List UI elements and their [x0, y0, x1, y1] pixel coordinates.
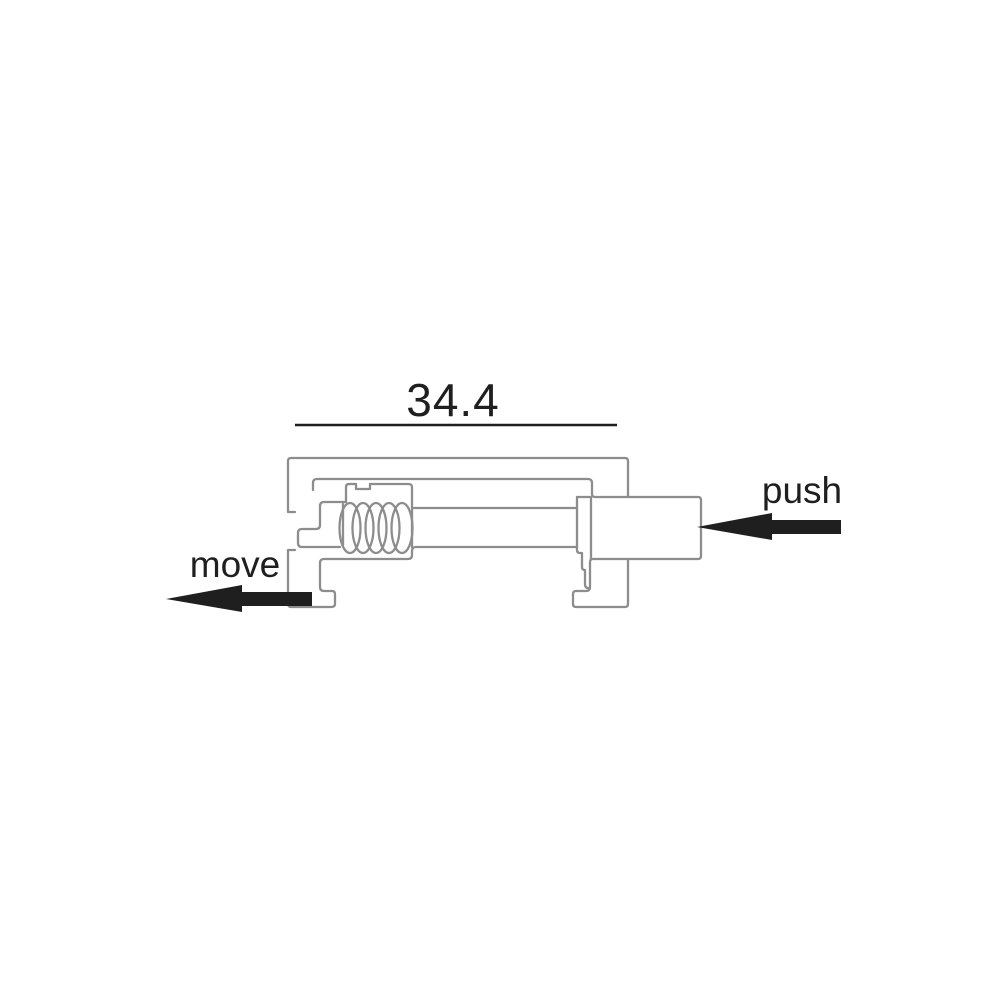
push-arrow-head — [697, 513, 772, 540]
pusher-plate-and-leg — [575, 495, 593, 590]
push-arrow-shaft — [770, 520, 841, 534]
housing-outline — [286, 456, 630, 609]
housing-left-foot-and-shelf — [286, 545, 579, 609]
spring-loop — [351, 501, 375, 555]
spring-loop — [338, 501, 362, 555]
move-arrow-head — [166, 585, 242, 612]
slider-hook — [296, 500, 348, 549]
housing-inner-top-edge — [311, 477, 630, 499]
spring-loop — [390, 501, 414, 555]
housing-top-outline — [286, 456, 630, 514]
spring-coil — [338, 501, 414, 555]
push-rod — [411, 495, 703, 590]
spring-loop — [377, 501, 401, 555]
push-label: push — [762, 470, 842, 511]
spring-loop — [364, 501, 388, 555]
slider-block — [344, 482, 414, 549]
move-arrow — [166, 585, 312, 612]
push-button-body — [626, 495, 703, 561]
housing-right-foot — [571, 557, 630, 609]
move-label: move — [190, 544, 280, 585]
move-arrow-shaft — [240, 592, 312, 606]
dimension-label: 34.4 — [406, 374, 500, 426]
push-arrow — [697, 513, 841, 540]
